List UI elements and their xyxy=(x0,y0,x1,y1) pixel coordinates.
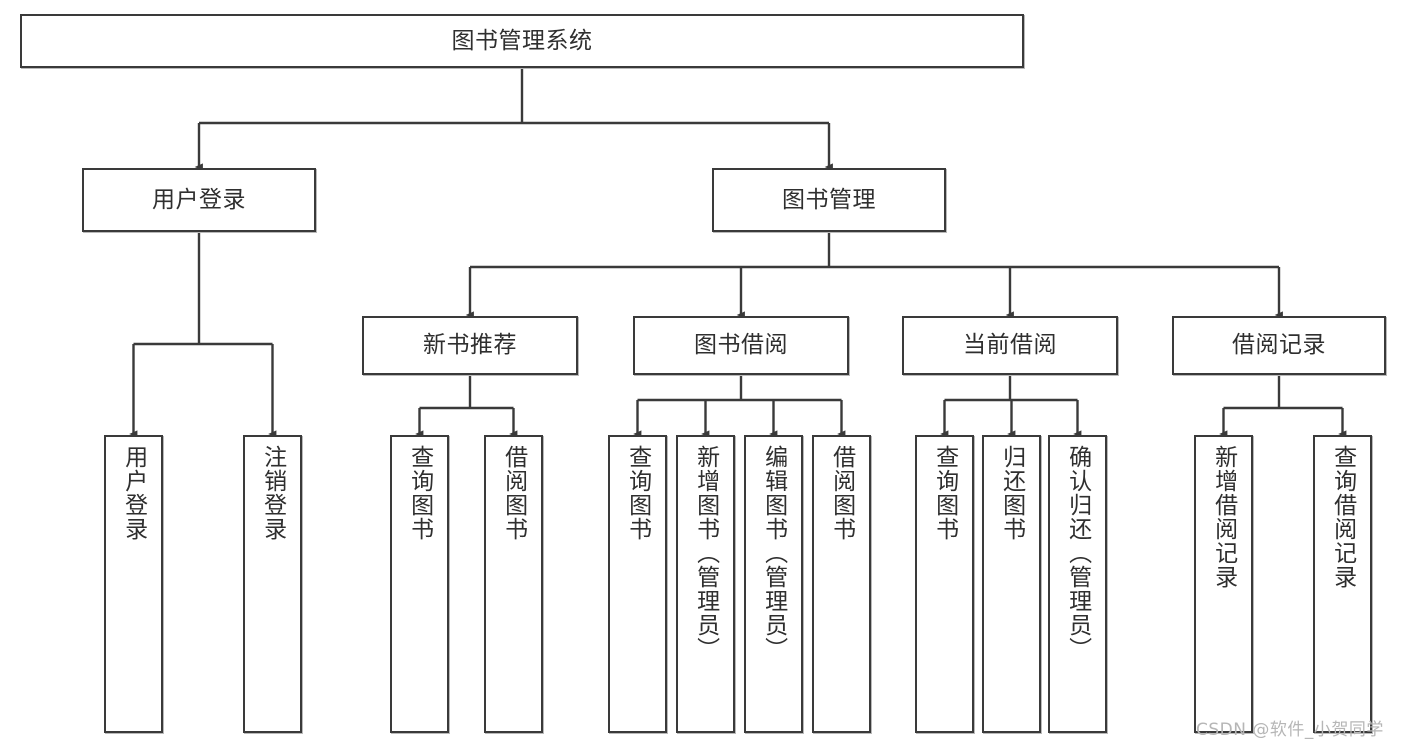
node-label: 图书管理 xyxy=(782,186,876,213)
node-label: 编辑图书（管理员） xyxy=(760,445,787,661)
node-label: 用户登录 xyxy=(120,445,147,541)
node-label: 查询借阅记录 xyxy=(1329,445,1356,589)
node-leaf-borrow-4[interactable]: 借阅图书 xyxy=(812,435,871,733)
node-label: 归还图书 xyxy=(998,445,1025,541)
node-bookmgmt[interactable]: 图书管理 xyxy=(712,168,946,232)
node-leaf-current-1[interactable]: 查询图书 xyxy=(915,435,974,733)
node-label: 注销登录 xyxy=(259,445,286,541)
node-leaf-records-1[interactable]: 新增借阅记录 xyxy=(1194,435,1253,733)
node-root[interactable]: 图书管理系统 xyxy=(20,14,1024,68)
node-label: 借阅图书 xyxy=(828,445,855,541)
node-records[interactable]: 借阅记录 xyxy=(1172,316,1386,375)
node-leaf-records-2[interactable]: 查询借阅记录 xyxy=(1313,435,1372,733)
node-leaf-borrow-2[interactable]: 新增图书（管理员） xyxy=(676,435,735,733)
node-label: 当前借阅 xyxy=(963,332,1057,359)
node-borrow[interactable]: 图书借阅 xyxy=(633,316,849,375)
node-label: 查询图书 xyxy=(406,445,433,541)
node-label: 查询图书 xyxy=(624,445,651,541)
node-leaf-newbook-1[interactable]: 查询图书 xyxy=(390,435,449,733)
node-leaf-current-3[interactable]: 确认归还（管理员） xyxy=(1048,435,1107,733)
node-label: 新增图书（管理员） xyxy=(692,445,719,661)
node-label: 新书推荐 xyxy=(423,332,517,359)
node-leaf-borrow-3[interactable]: 编辑图书（管理员） xyxy=(744,435,803,733)
csdn-watermark: CSDN @软件_小贺同学 xyxy=(1196,720,1384,740)
node-current[interactable]: 当前借阅 xyxy=(902,316,1118,375)
node-label: 新增借阅记录 xyxy=(1210,445,1237,589)
node-leaf-login-1[interactable]: 用户登录 xyxy=(104,435,163,733)
node-newbook[interactable]: 新书推荐 xyxy=(362,316,578,375)
node-label: 用户登录 xyxy=(152,186,246,213)
node-label: 图书管理系统 xyxy=(451,27,593,54)
node-leaf-newbook-2[interactable]: 借阅图书 xyxy=(484,435,543,733)
node-leaf-current-2[interactable]: 归还图书 xyxy=(982,435,1041,733)
node-label: 借阅记录 xyxy=(1232,332,1326,359)
node-label: 确认归还（管理员） xyxy=(1064,445,1091,661)
node-login[interactable]: 用户登录 xyxy=(82,168,316,232)
node-label: 图书借阅 xyxy=(694,332,788,359)
node-leaf-login-2[interactable]: 注销登录 xyxy=(243,435,302,733)
node-leaf-borrow-1[interactable]: 查询图书 xyxy=(608,435,667,733)
node-label: 借阅图书 xyxy=(500,445,527,541)
node-label: 查询图书 xyxy=(931,445,958,541)
